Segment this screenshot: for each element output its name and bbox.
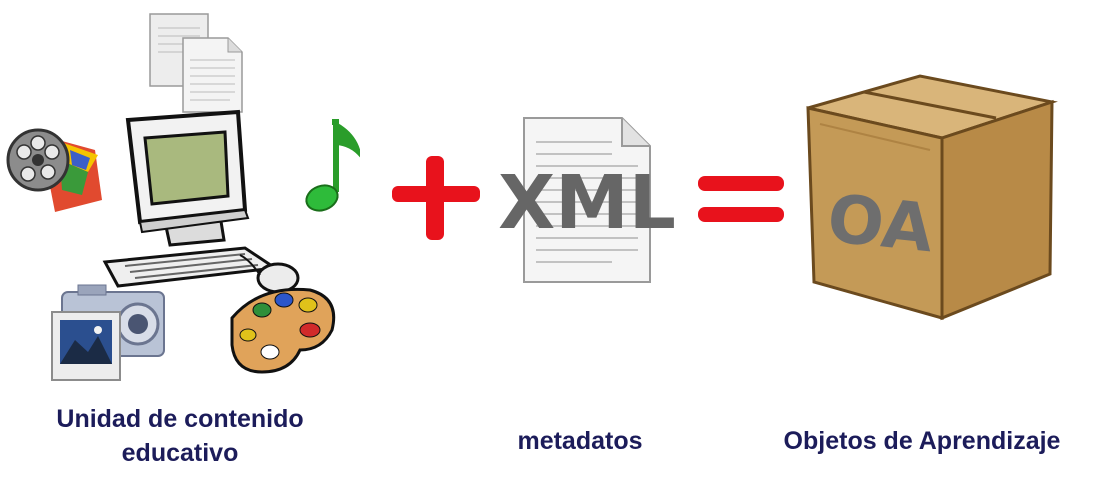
- keyboard-icon: [102, 246, 280, 288]
- xml-document-icon: XML: [498, 117, 676, 283]
- computer-media-illustration: [6, 13, 360, 381]
- equals-operator: [698, 176, 784, 222]
- monitor-icon: [125, 109, 250, 247]
- caption-metadata: metadatos: [517, 427, 643, 455]
- caption-learning-objects: Objetos de Aprendizaje: [783, 427, 1061, 455]
- camera-icon: [51, 284, 165, 381]
- palette-icon: [230, 287, 336, 374]
- oa-box-icon: OA: [806, 74, 1058, 321]
- documents-icon: [149, 13, 243, 113]
- caption-content-unit: Unidad de contenido educativo: [56, 405, 304, 467]
- film-reel-icon: [6, 128, 102, 212]
- oa-label: OA: [824, 180, 937, 268]
- mouse-icon: [239, 254, 300, 294]
- xml-label: XML: [498, 160, 676, 246]
- plus-operator: [392, 156, 480, 240]
- music-note-icon: [305, 119, 360, 212]
